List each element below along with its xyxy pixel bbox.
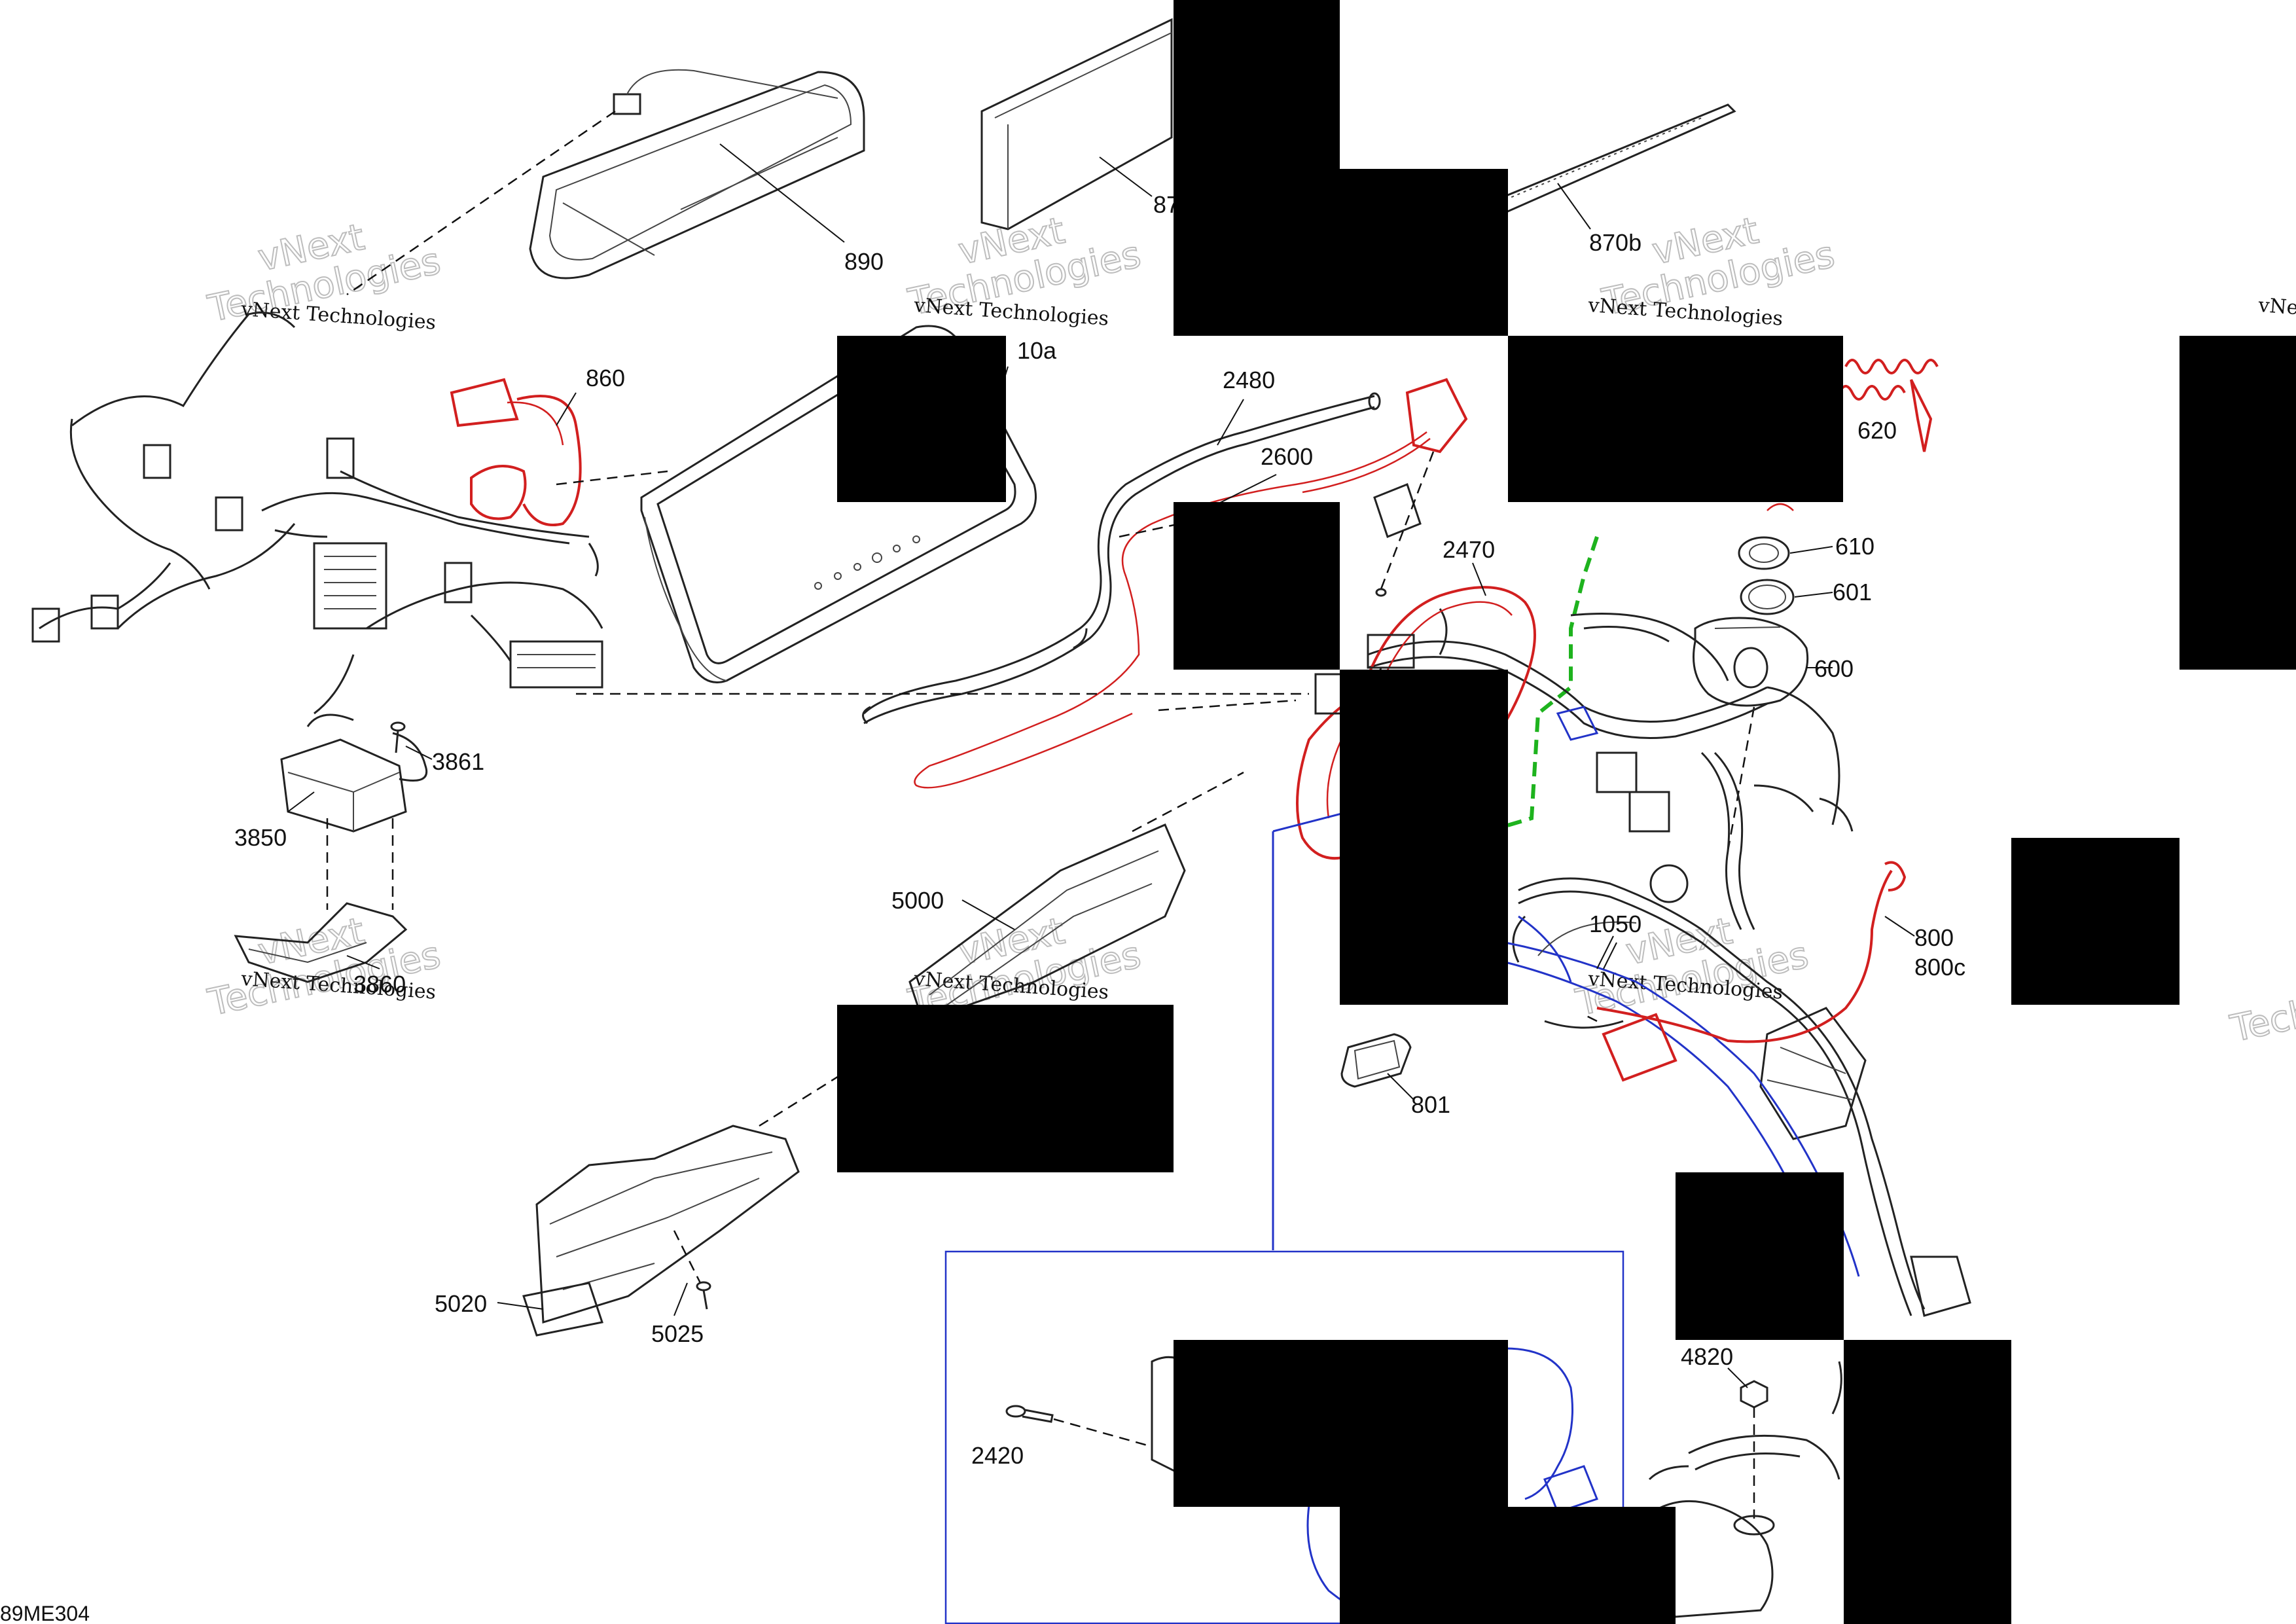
label-1050: 1050 [1589,911,1641,937]
label-620: 620 [1857,417,1897,444]
part-620-spring-cord [1767,359,1939,511]
redaction-12 [1340,1507,1676,1624]
label-800: 800 [1914,924,1954,951]
redaction-3 [1508,336,1843,502]
part-600-switch [1693,617,1809,852]
part-860-red [450,378,582,526]
label-610: 610 [1835,533,1874,560]
redaction-6 [1174,502,1340,670]
label-3860: 3860 [353,971,406,998]
dash-860-link [556,470,668,486]
bracket-2600 [1373,451,1435,597]
redaction-9 [837,1005,1174,1172]
label-860: 860 [586,365,625,391]
label-2480: 2480 [1223,367,1275,393]
diagram-code: 89ME304 [0,1602,90,1624]
label-2420: 2420 [971,1442,1024,1469]
label-3850: 3850 [234,824,287,851]
dash-890-link [346,110,616,296]
redaction-blocks [837,0,2296,1624]
green-dashed-path [1498,536,1599,830]
label-2600: 2600 [1261,443,1313,470]
label-5000: 5000 [891,887,944,914]
left-harness [31,312,603,715]
label-10a: 10a [1017,337,1057,364]
redaction-5 [2179,336,2296,670]
part-2480-tube [862,392,1381,725]
redaction-10 [1676,1172,1844,1340]
redaction-4 [837,336,1006,502]
label-5025: 5025 [651,1320,704,1347]
redaction-8 [2011,838,2179,1005]
part-4820-nut [1740,1380,1768,1519]
redaction-2 [1174,169,1508,336]
part-5020-cover [522,1059,865,1337]
label-870b: 870b [1589,229,1641,256]
label-600: 600 [1814,655,1854,682]
label-3861: 3861 [432,748,484,775]
part-800-red-cable [1583,861,1907,1082]
label-5020: 5020 [435,1290,487,1317]
redaction-1 [1174,0,1340,169]
part-610-ring [1738,536,1790,570]
part-3861-screw [390,721,406,753]
redaction-7 [1340,670,1508,1005]
part-5025-screw [673,1230,711,1310]
label-801: 801 [1411,1091,1450,1118]
watermark-4: vNext Technologies [2257,294,2296,331]
label-4820: 4820 [1681,1343,1733,1370]
part-890-tray [529,69,865,280]
part-3850-module [280,713,427,833]
right-harness [1367,608,1971,1317]
watermark-big-13: Technologies [2227,960,2296,1051]
label-601: 601 [1833,579,1872,605]
part-870-box [980,18,1173,230]
part-870b-strap [1471,103,1736,224]
inset-frame [944,1250,1624,1624]
part-3860-bracket [234,818,408,983]
label-2470: 2470 [1443,536,1495,563]
ecu-module [313,542,387,630]
part-labels: 890 87 870b 10a 860 2480 2600 620 610 60… [0,191,1965,1624]
label-800c: 800c [1914,954,1965,981]
part-601-washer [1740,579,1795,615]
tray-connector [613,93,641,115]
label-890: 890 [844,248,884,275]
main-connector [509,640,603,689]
redaction-11 [1174,1340,1508,1507]
redaction-13 [1844,1340,2011,1624]
leader-lines [287,143,1915,1388]
part-801-gasket [1340,1033,1412,1088]
